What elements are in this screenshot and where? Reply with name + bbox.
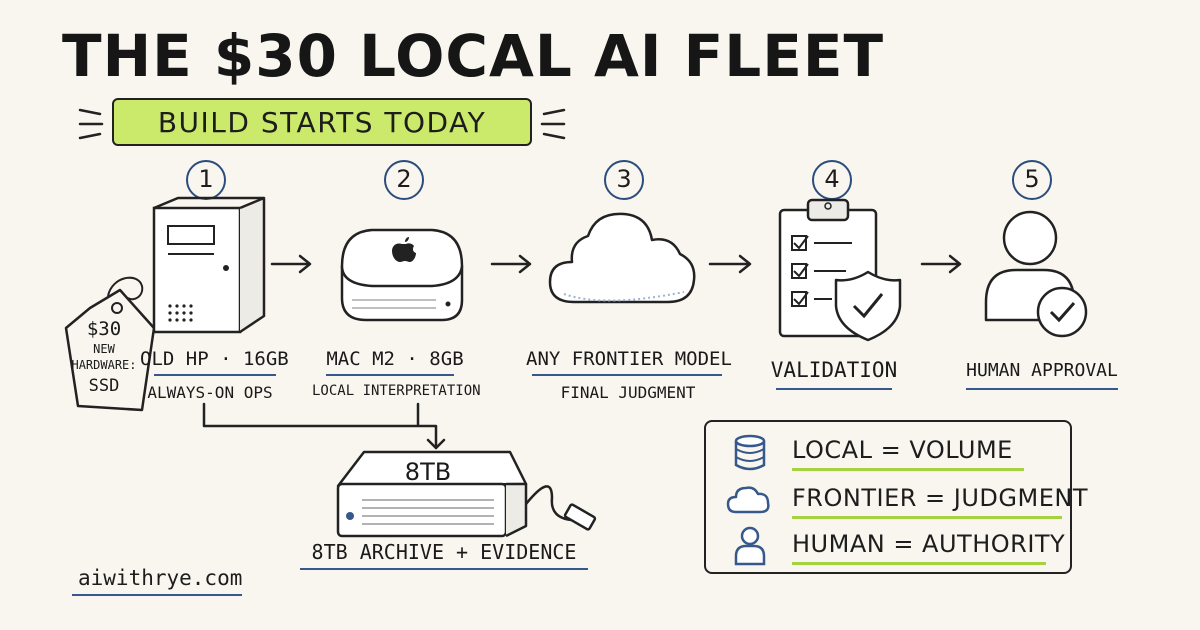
legend-frontier-underline xyxy=(792,516,1062,519)
legend-local-underline xyxy=(792,468,1024,471)
step-2-title: MAC M2 · 8GB xyxy=(326,348,464,370)
database-icon xyxy=(734,434,766,471)
cloud-icon xyxy=(548,212,696,304)
step-3-subtitle: FINAL JUDGMENT xyxy=(560,383,696,402)
step-number-3: 3 xyxy=(604,160,644,200)
step-number-4: 4 xyxy=(812,160,852,200)
step-number-5: 5 xyxy=(1012,160,1052,200)
legend-frontier: FRONTIER = JUDGMENT xyxy=(792,484,1088,512)
step-2-underline xyxy=(326,374,454,376)
archive-underline xyxy=(300,568,588,570)
person-check-icon xyxy=(984,210,1088,338)
step-number-2: 2 xyxy=(384,160,424,200)
legend-box: LOCAL = VOLUME FRONTIER = JUDGMENT HUMAN… xyxy=(704,420,1087,574)
drive-label: 8TB xyxy=(404,458,452,486)
connector-to-archive xyxy=(202,402,446,450)
step-5-title: HUMAN APPROVAL xyxy=(966,360,1118,381)
person-icon xyxy=(734,526,766,566)
arrow-2-to-3 xyxy=(490,254,532,274)
site-url-underline xyxy=(72,594,242,596)
price-tag-line-3: SSD xyxy=(88,376,120,396)
arrow-1-to-2 xyxy=(270,254,312,274)
step-4-title: VALIDATION xyxy=(770,358,898,382)
price-tag-price: $30 xyxy=(86,318,122,340)
arrow-3-to-4 xyxy=(708,254,752,274)
site-url[interactable]: aiwithrye.com xyxy=(78,566,243,590)
page-title: THE $30 LOCAL AI FLEET xyxy=(62,22,885,90)
clipboard-check-icon xyxy=(778,198,902,342)
pc-tower-icon xyxy=(152,196,266,334)
hard-drive-icon xyxy=(336,450,597,538)
step-4-underline xyxy=(776,388,892,390)
mac-mini-icon xyxy=(340,228,464,322)
price-tag-icon xyxy=(64,276,156,412)
price-tag-line-1: NEW xyxy=(93,342,115,356)
arrow-4-to-5 xyxy=(920,254,962,274)
step-3-underline xyxy=(532,374,722,376)
step-1-underline xyxy=(154,374,276,376)
banner-ticks xyxy=(78,108,566,140)
cloud-icon xyxy=(726,486,770,514)
build-banner: BUILD STARTS TODAY xyxy=(112,98,532,146)
step-1-subtitle: ALWAYS-ON OPS xyxy=(147,383,273,402)
step-1-title: OLD HP · 16GB xyxy=(140,348,289,370)
archive-caption: 8TB ARCHIVE + EVIDENCE xyxy=(311,540,577,564)
legend-human-underline xyxy=(792,562,1046,565)
price-tag-line-2: HARDWARE: xyxy=(71,358,137,372)
banner-text: BUILD STARTS TODAY xyxy=(157,106,487,139)
legend-local: LOCAL = VOLUME xyxy=(792,436,1013,464)
step-5-underline xyxy=(966,388,1118,390)
step-3-title: ANY FRONTIER MODEL xyxy=(526,348,732,370)
step-2-subtitle: LOCAL INTERPRETATION xyxy=(312,383,481,399)
legend-human: HUMAN = AUTHORITY xyxy=(792,530,1066,558)
